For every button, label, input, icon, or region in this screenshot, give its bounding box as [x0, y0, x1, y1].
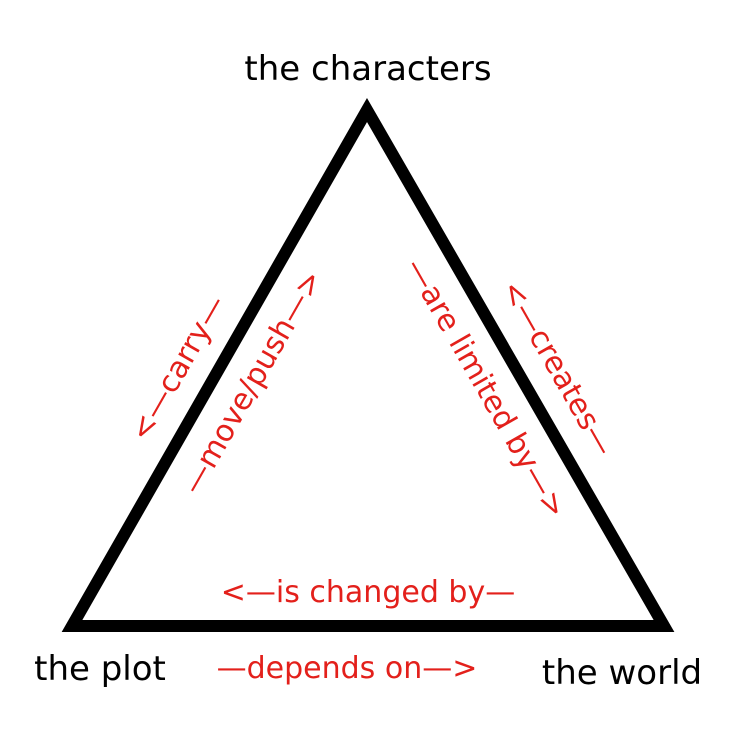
node-the-world: the world: [542, 653, 702, 693]
relation-depends-on: —depends on—>: [217, 651, 478, 686]
triangle: [61, 97, 675, 632]
node-the-characters: the characters: [244, 49, 491, 89]
relation-is-changed-by: <—is changed by—: [221, 575, 515, 610]
node-the-plot: the plot: [34, 649, 166, 689]
relation-are-limited-by: —are limited by—>: [398, 252, 574, 524]
